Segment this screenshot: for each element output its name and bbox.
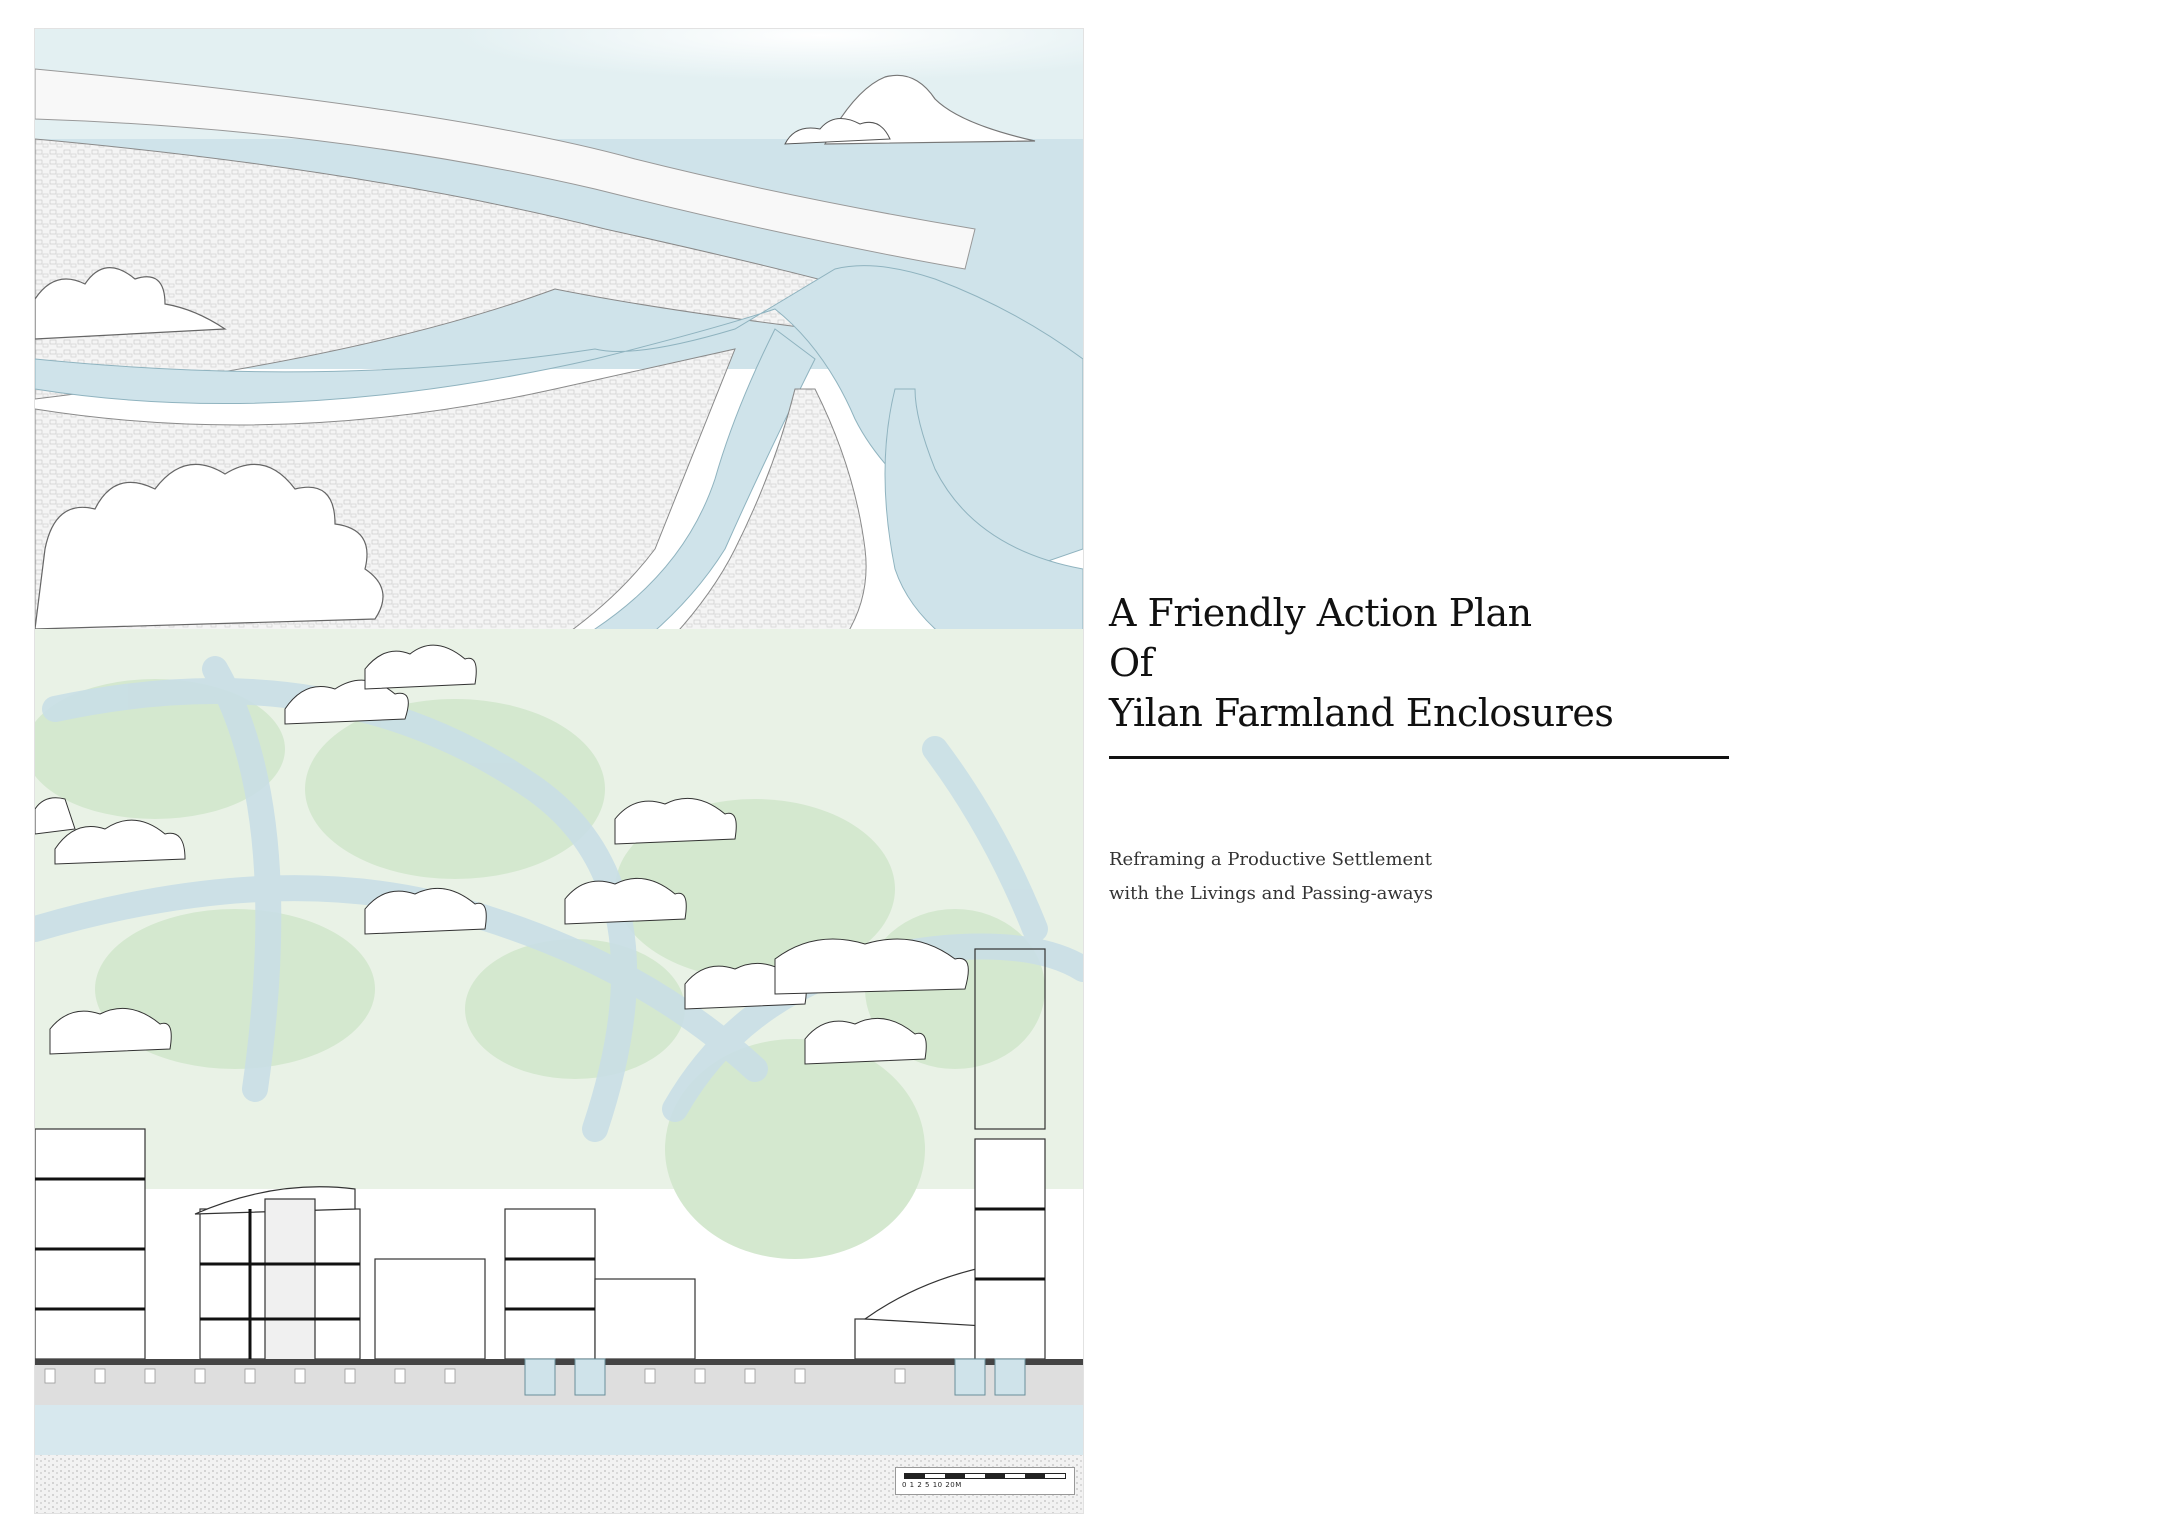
scale-bar-graphic — [904, 1473, 1066, 1479]
floor-slabs — [35, 1177, 1045, 1364]
title-line-3: Yilan Farmland Enclosures — [1109, 691, 1614, 735]
island-cloud — [784, 118, 891, 145]
subtitle-block: Reframing a Productive Settlement with t… — [1109, 843, 1729, 911]
scale-bar-ticks: 0 1 2 5 10 20M — [902, 1481, 962, 1489]
subtitle-line-1: Reframing a Productive Settlement — [1109, 849, 1433, 870]
lower-river — [35, 1405, 1083, 1455]
building-sections — [35, 948, 1046, 1370]
title-underline — [1109, 756, 1729, 759]
ground-line — [35, 1359, 1083, 1365]
title-block: A Friendly Action Plan Of Yilan Farmland… — [1109, 588, 1729, 759]
tree-groves — [35, 644, 969, 1065]
subtitle-line-2: with the Livings and Passing-aways — [1109, 883, 1433, 904]
coastal-dune — [35, 68, 976, 270]
scale-bar: 0 1 2 5 10 20M — [895, 1467, 1075, 1495]
pile-foundations — [44, 1368, 906, 1384]
site-section-illustration: 0 1 2 5 10 20M — [34, 28, 1084, 1514]
water-tanks — [524, 1358, 1026, 1396]
soil-layer — [35, 1365, 1083, 1405]
title-line-2: Of — [1109, 641, 1154, 685]
landscape-drawing — [35, 29, 1083, 1513]
cloud-cluster-left — [35, 267, 384, 630]
title-line-1: A Friendly Action Plan — [1109, 591, 1532, 635]
